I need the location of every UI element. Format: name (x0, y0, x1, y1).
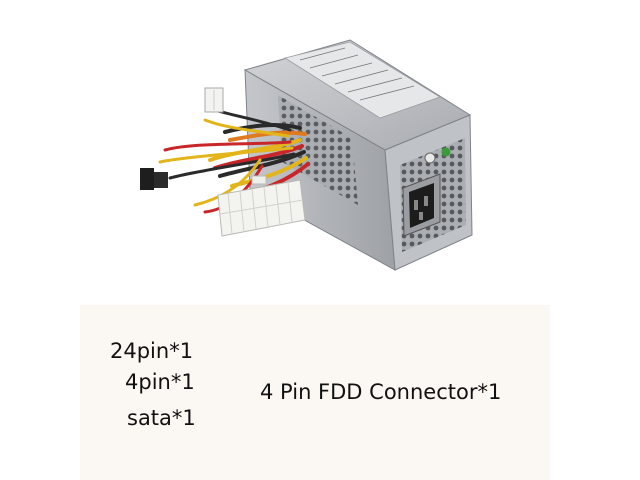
spec-24pin: 24pin*1 (110, 339, 194, 363)
24pin-connector (217, 175, 306, 237)
sata-connector (140, 168, 168, 190)
psu-label-sticker (283, 41, 441, 119)
spec-fdd-connector: 4 Pin FDD Connector*1 (260, 380, 502, 404)
spec-sata: sata*1 (127, 406, 196, 430)
spec-4pin: 4pin*1 (125, 370, 195, 394)
4pin-connector (204, 87, 224, 113)
power-supply-photo (140, 39, 473, 271)
test-button-icon (424, 152, 436, 164)
status-led-icon (441, 147, 451, 157)
fan-grille (278, 95, 358, 205)
caption-panel (80, 305, 550, 480)
label-text-lines (299, 47, 415, 101)
ac-power-socket (402, 173, 441, 237)
product-photo-area (140, 39, 473, 271)
